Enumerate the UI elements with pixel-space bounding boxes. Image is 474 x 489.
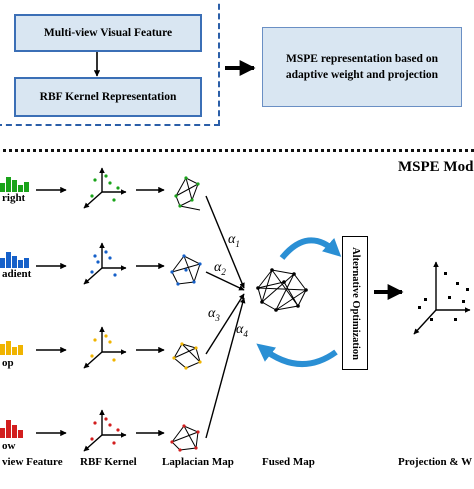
alpha-sub-1: 1 [235,238,240,249]
rbf-axes-row1 [83,167,127,209]
alpha-symbol-4: α [236,322,244,337]
laplacian-graph-row1 [175,177,201,211]
feature-label-row1: right [2,192,26,204]
alpha-label-3: α3 [208,306,220,323]
histogram-icon-row2 [0,252,29,268]
feature-label-row3: op [2,357,14,369]
alpha-label-2: α2 [214,260,226,277]
rbf-points-row1 [90,174,120,202]
bottom-dotted-frame [0,149,474,489]
alpha-sub-3: 3 [215,312,220,323]
cycle-arrow-upper [279,237,342,260]
alpha-symbol-1: α [228,232,236,247]
multiview-feature-label: Multi-view Visual Feature [43,27,173,39]
rbf-axes-row4 [83,409,127,452]
column-label-feature: view Feature [2,456,63,468]
fused-map-graph [257,269,307,311]
top-dashed-frame [0,0,220,126]
column-label-laplacian: Laplacian Map [162,456,234,468]
alpha-label-1: α1 [228,232,240,249]
column-label-projection: Projection & W [398,456,473,468]
alpha-sub-4: 4 [243,328,248,339]
rbf-points-row2 [90,250,117,277]
projection-axes [413,261,471,335]
mspe-representation-line1: MSPE representation based on [286,53,438,65]
column-label-rbf: RBF Kernel [80,456,137,468]
converging-lines [205,195,246,439]
histogram-icon-row1 [0,177,29,192]
row-arrows [36,186,165,437]
diagram-graphics [0,52,471,452]
column-label-fused: Fused Map [262,456,315,468]
laplacian-nodes-row4 [170,424,200,452]
rbf-points-row4 [90,417,120,445]
multiview-feature-box: Multi-view Visual Feature [14,14,202,52]
alternative-optimization-box: Alternative Optimization [342,236,368,370]
rbf-axes-row2 [83,242,127,285]
alpha-label-4: α4 [236,322,248,339]
mspe-representation-line2: adaptive weight and projection [285,69,439,81]
rbf-representation-box: RBF Kernel Representation [14,77,202,117]
histogram-icon-row4 [0,420,23,438]
alpha-symbol-2: α [214,260,222,275]
rbf-representation-label: RBF Kernel Representation [39,91,177,103]
rbf-axes-row3 [83,326,127,369]
feature-label-row2: adient [2,268,32,280]
laplacian-nodes-row3 [172,342,202,370]
mspe-panel-title: MSPE Mod [398,159,474,175]
projection-points [418,272,469,321]
mspe-representation-box: MSPE representation based on adaptive we… [262,27,462,107]
laplacian-graph-row3 [173,343,201,369]
cycle-arrow-lower [256,343,338,367]
alpha-sub-2: 2 [221,266,226,277]
alpha-symbol-3: α [208,306,216,321]
laplacian-nodes-row2 [170,254,202,286]
rbf-points-row3 [90,334,116,362]
feature-label-row4: ow [2,440,16,452]
laplacian-graph-row4 [171,425,199,451]
histogram-icon-row3 [0,341,23,355]
laplacian-graph-row2 [171,255,201,285]
fused-map-nodes [256,268,308,312]
laplacian-nodes-row1 [174,176,200,208]
